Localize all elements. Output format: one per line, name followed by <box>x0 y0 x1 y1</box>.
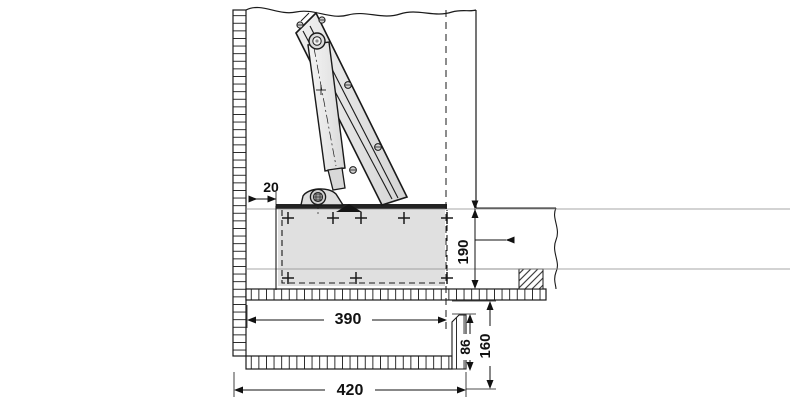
fastener-cross <box>282 212 294 224</box>
center-marker-triangle <box>336 204 362 212</box>
flap-panel-dashed-outline <box>281 210 448 284</box>
fastener-cross <box>350 272 362 284</box>
top-break-line <box>245 6 477 17</box>
hatched-block <box>518 268 544 290</box>
wall-vertical-hatch <box>233 10 246 356</box>
fastener-cross <box>327 212 339 224</box>
shelf-bottom-hatch <box>246 356 452 369</box>
fastener-cross <box>441 212 453 224</box>
fastener-cross-bottom-row <box>282 272 453 284</box>
gas-strut-top-eyelet <box>308 32 326 50</box>
dimension-390-label-top: 390 <box>335 311 362 328</box>
right-break-line <box>554 207 558 290</box>
dimension-390: 390 390 <box>246 305 447 329</box>
dimension-86-label: 86 <box>457 339 473 355</box>
fastener-cross <box>441 272 453 284</box>
middle-shelf-hatch <box>246 289 546 300</box>
lift-arm-rivets <box>296 16 382 174</box>
rivet <box>374 143 382 151</box>
rivet <box>318 16 326 24</box>
rivet <box>296 21 304 29</box>
fastener-cross <box>355 212 367 224</box>
flap-panel-top-edge <box>276 204 447 209</box>
wall-vertical-outline <box>232 9 247 357</box>
dimension-20: 20 <box>245 179 279 206</box>
gas-strut-rod <box>327 167 346 191</box>
dimension-190-label: 190 <box>455 239 472 264</box>
wall-vertical <box>232 9 247 357</box>
dimension-160: 160 <box>452 300 499 390</box>
gas-strut <box>307 32 346 191</box>
fastener-cross <box>398 212 410 224</box>
rivet <box>344 81 352 89</box>
middle-shelf-outline <box>245 288 547 301</box>
dimension-420: 420 <box>233 372 467 399</box>
strut-mount <box>300 188 345 214</box>
upper-carcase-outline <box>245 6 477 208</box>
carcase-right <box>476 207 558 290</box>
rivet <box>349 166 357 174</box>
dimension-86: 86 <box>452 313 478 371</box>
strut-mount-knurl <box>314 193 322 201</box>
shelf-bottom <box>245 314 467 370</box>
drawing-root: 20 190 390 390 1 <box>232 6 790 399</box>
dimension-190: 190 <box>455 200 515 289</box>
gas-strut-centerline <box>313 47 337 167</box>
lift-arm-top-cap <box>300 12 310 22</box>
middle-shelf <box>245 288 547 301</box>
flap-panel <box>246 204 790 290</box>
dimension-160-label: 160 <box>477 333 494 358</box>
fastener-cross-top-row <box>282 212 453 224</box>
fastener-cross <box>282 272 294 284</box>
dimension-20-label: 20 <box>263 179 279 195</box>
dimension-420-label: 420 <box>337 382 364 399</box>
gas-strut-center-cross <box>316 85 326 95</box>
